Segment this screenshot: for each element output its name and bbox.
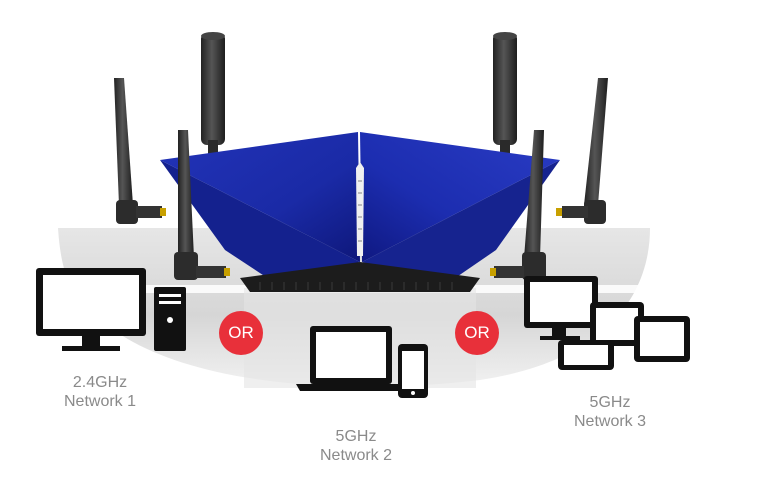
band-label: 5GHz <box>335 428 377 445</box>
smartphone-icon <box>558 340 614 370</box>
antenna-icon <box>174 130 230 280</box>
network-name: Network 2 <box>319 447 393 464</box>
monitor-icon <box>524 276 598 340</box>
tower-pc-icon <box>154 287 186 351</box>
tablet-icon <box>634 316 690 362</box>
network-name: Network 1 <box>63 393 137 410</box>
antenna-icon <box>201 32 225 162</box>
network-label: 5GHz Network 3 <box>550 393 670 431</box>
band-label: 5GHz <box>589 394 631 411</box>
monitor-icon <box>36 268 146 351</box>
or-badge: OR <box>455 311 499 355</box>
smartphone-icon <box>398 344 428 398</box>
tablet-icon <box>590 302 644 346</box>
network-label: 5GHz Network 2 <box>296 427 416 465</box>
router-icon <box>160 132 560 292</box>
network-name: Network 3 <box>573 413 647 430</box>
band-label: 2.4GHz <box>72 374 128 391</box>
antenna-icon <box>490 130 546 280</box>
laptop-icon <box>296 326 406 391</box>
antenna-icon <box>493 32 517 162</box>
or-badge: OR <box>219 311 263 355</box>
network-label: 2.4GHz Network 1 <box>40 373 160 411</box>
antenna-icon <box>556 78 608 224</box>
antenna-icon <box>114 78 166 224</box>
